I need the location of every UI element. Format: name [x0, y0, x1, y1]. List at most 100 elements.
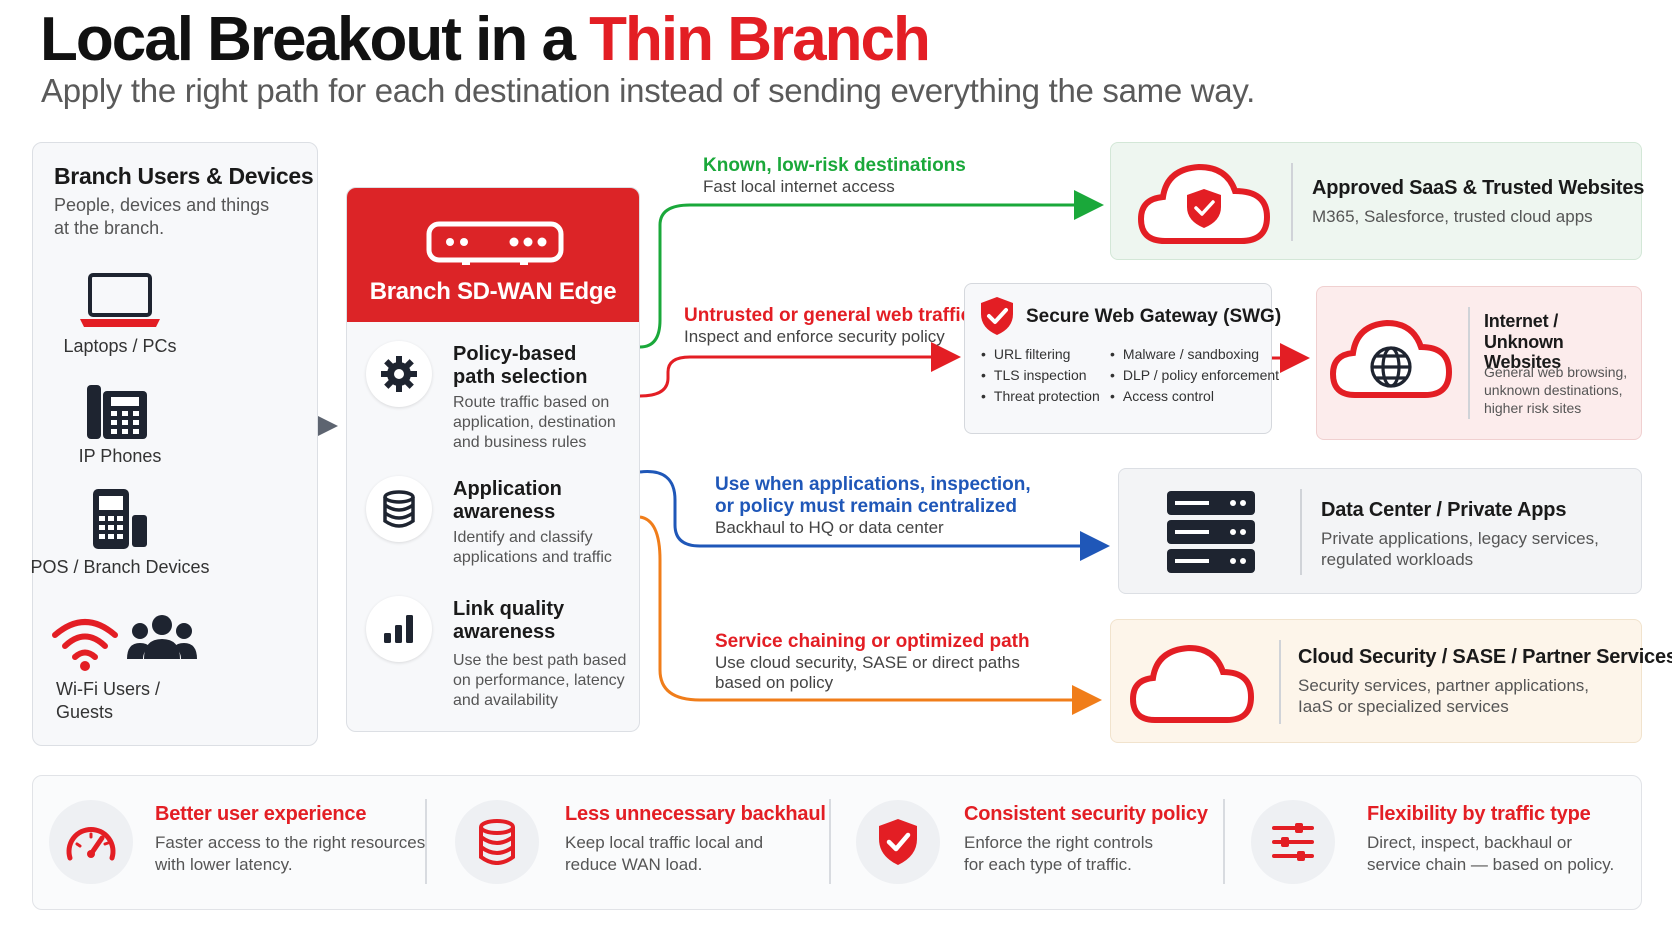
benefit-backhaul-desc-line1: Keep local traffic local and	[565, 833, 764, 852]
benefit-title-ux: Better user experience	[155, 803, 367, 825]
dest-cloudsec-desc-line1: Security services, partner applications,	[1298, 676, 1590, 695]
benefit-security-desc-line1: Enforce the right controls	[964, 833, 1153, 852]
benefit-title-flexibility: Flexibility by traffic type	[1367, 803, 1591, 825]
cloud-globe-icon	[1329, 319, 1453, 398]
feature-title-app-awareness: Application awareness	[453, 478, 633, 524]
swg-item: TLS inspection	[981, 367, 1087, 383]
dest-saas-desc: M365, Salesforce, trusted cloud apps	[1312, 207, 1593, 226]
branch-panel-title: Branch Users & Devices	[54, 163, 314, 189]
destination-card-datacenter: Data Center / Private Apps Private appli…	[1118, 468, 1642, 594]
dest-cloudsec-desc-line2: IaaS or specialized services	[1298, 697, 1509, 717]
green-path	[639, 190, 1104, 349]
feature-policy-desc-line2: application, destination	[453, 414, 616, 431]
feature-app-desc-line2: applications and traffic	[453, 549, 612, 566]
path-red-desc: Inspect and enforce security policy	[684, 326, 945, 346]
router-icon	[426, 221, 564, 265]
benefit-desc-flexibility: Direct, inspect, backhaul or service cha…	[1367, 832, 1614, 876]
path-label-orange: Service chaining or optimized path Use c…	[715, 631, 1030, 694]
server-stack-icon	[1167, 491, 1255, 573]
feature-icon-circle	[366, 476, 432, 542]
users-group-icon	[127, 615, 197, 659]
blue-path	[639, 470, 1110, 561]
benefits-bar: Better user experience Faster access to …	[32, 775, 1642, 910]
benefit-icon-circle	[455, 800, 539, 884]
sdwan-edge-box: Branch SD-WAN Edge Policy-based path sel…	[346, 187, 640, 732]
path-orange-desc-line2: based on policy	[715, 673, 834, 693]
benefit-divider	[829, 799, 831, 884]
benefit-security-desc-line2: for each type of traffic.	[964, 855, 1132, 875]
title-main: Local Breakout in a	[40, 5, 590, 74]
feature-icon-circle	[366, 596, 432, 662]
dest-datacenter-desc-line2: regulated workloads	[1321, 550, 1474, 570]
swg-item: Malware / sandboxing	[1110, 346, 1259, 362]
dest-datacenter-title: Data Center / Private Apps	[1321, 499, 1567, 521]
benefit-backhaul-desc-line2: reduce WAN load.	[565, 855, 703, 875]
feature-app-title-line2: awareness	[453, 501, 556, 523]
path-label-red: Untrusted or general web traffic Inspect…	[684, 305, 971, 347]
feature-link-desc-line1: Use the best path based	[453, 652, 627, 669]
secure-web-gateway-box: Secure Web Gateway (SWG) URL filtering T…	[964, 283, 1281, 434]
swg-item: Threat protection	[981, 388, 1100, 404]
benefit-divider	[1223, 799, 1225, 884]
branch-panel-subtitle: People, devices and things at the branch…	[54, 194, 269, 239]
dest-datacenter-desc: Private applications, legacy services, r…	[1321, 528, 1599, 571]
shield-check-icon	[879, 819, 917, 865]
database-icon	[383, 490, 415, 528]
swg-title: Secure Web Gateway (SWG)	[1026, 306, 1282, 327]
dest-datacenter-desc-line1: Private applications, legacy services,	[1321, 529, 1599, 548]
card-divider	[1300, 489, 1302, 575]
path-blue-title-line1: Use when applications, inspection,	[715, 474, 1031, 495]
path-red-title: Untrusted or general web traffic	[684, 305, 972, 326]
dest-cloudsec-desc: Security services, partner applications,…	[1298, 675, 1589, 718]
feature-title-link-quality: Link quality awareness	[453, 598, 633, 644]
speedometer-icon	[66, 826, 116, 861]
benefit-desc-backhaul: Keep local traffic local and reduce WAN …	[565, 832, 763, 876]
card-divider	[1279, 640, 1281, 724]
feature-link-desc-line3: and availability	[453, 692, 558, 709]
page-title: Local Breakout in a Thin Branch	[40, 4, 931, 75]
database-icon	[479, 819, 515, 865]
page-subtitle: Apply the right path for each destinatio…	[41, 72, 1255, 109]
device-label-pos: POS / Branch Devices	[30, 557, 210, 577]
benefit-divider	[425, 799, 427, 884]
benefit-ux-desc-line1: Faster access to the right resources	[155, 833, 426, 852]
edge-header: Branch SD-WAN Edge	[347, 188, 639, 322]
dest-internet-title: Internet / Unknown Websites	[1484, 311, 1641, 373]
card-divider	[1291, 163, 1293, 241]
branch-subtitle-line1: People, devices and things	[54, 195, 270, 215]
benefit-desc-security: Enforce the right controls for each type…	[964, 832, 1153, 876]
swg-item: URL filtering	[981, 346, 1071, 362]
cloud-shield-icon	[1137, 163, 1271, 244]
dest-saas-title: Approved SaaS & Trusted Websites	[1312, 177, 1645, 199]
benefit-flex-desc-line2: service chain — based on policy.	[1367, 855, 1615, 875]
wifi-label-line2: Guests	[56, 701, 114, 722]
destination-card-internet: Internet / Unknown Websites General web …	[1316, 286, 1642, 440]
feature-link-title-line2: awareness	[453, 621, 556, 643]
branch-users-panel: Branch Users & Devices People, devices a…	[30, 142, 318, 746]
swg-item: DLP / policy enforcement	[1110, 367, 1279, 383]
benefit-flex-desc-line1: Direct, inspect, backhaul or	[1367, 833, 1573, 852]
dest-internet-desc: General web browsing, unknown destinatio…	[1484, 363, 1627, 418]
dest-internet-title-line1: Internet / Unknown	[1484, 311, 1564, 352]
destination-card-cloud-security: Cloud Security / SASE / Partner Services…	[1110, 619, 1672, 743]
path-green-desc: Fast local internet access	[703, 176, 895, 196]
path-blue-title-line2: or policy must remain centralized	[715, 495, 1017, 517]
feature-title-policy: Policy-based path selection	[453, 343, 633, 389]
orange-path	[639, 515, 1102, 715]
feature-policy-title-line2: path selection	[453, 366, 588, 388]
feature-policy-title-line1: Policy-based	[453, 343, 577, 365]
device-label-wifi: Wi-Fi Users / Guests	[56, 678, 160, 723]
red-path	[639, 342, 961, 398]
laptop-icon	[80, 273, 160, 327]
desk-phone-icon	[87, 385, 147, 439]
benefit-icon-circle	[1251, 800, 1335, 884]
dest-internet-desc-line2: unknown destinations,	[1484, 382, 1623, 399]
benefit-title-backhaul: Less unnecessary backhaul	[565, 803, 826, 825]
branch-subtitle-line2: at the branch.	[54, 217, 165, 238]
feature-link-desc-line2: on performance, latency	[453, 672, 625, 689]
swg-item: Access control	[1110, 388, 1214, 404]
path-blue-desc: Backhaul to HQ or data center	[715, 517, 944, 537]
path-orange-desc-line1: Use cloud security, SASE or direct paths	[715, 652, 1020, 672]
benefit-title-security: Consistent security policy	[964, 803, 1208, 825]
gear-icon	[381, 356, 417, 392]
